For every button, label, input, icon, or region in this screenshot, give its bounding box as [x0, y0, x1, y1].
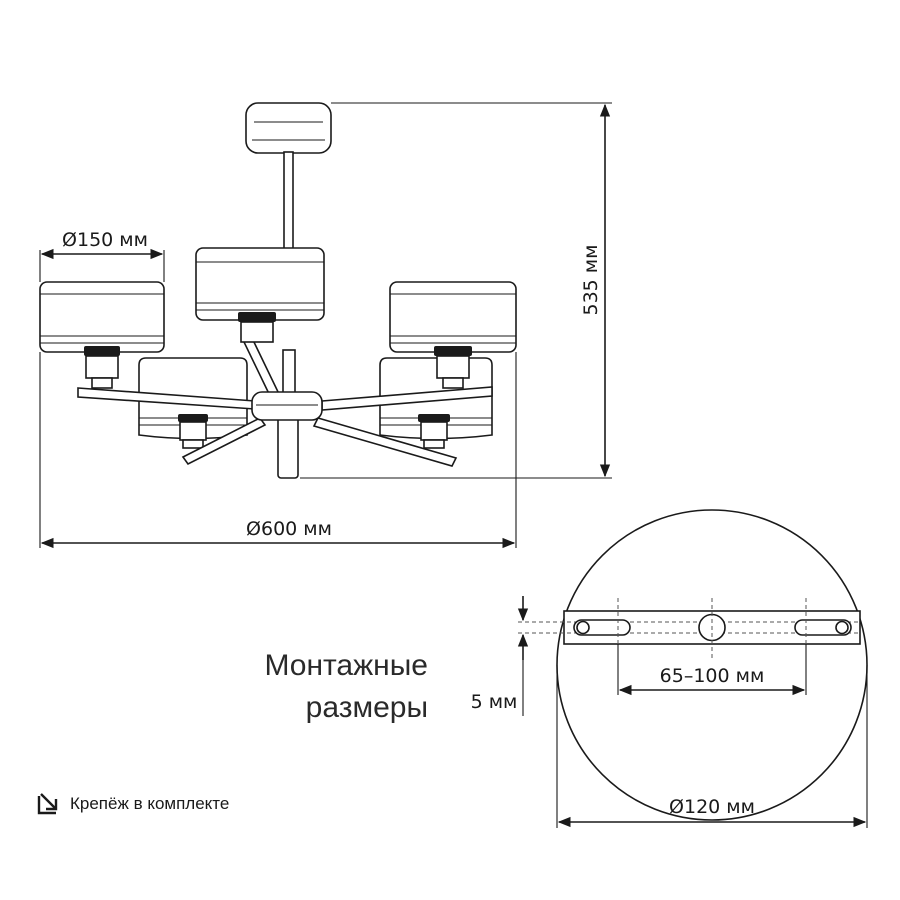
- dimension-height: 535 мм: [300, 102, 612, 479]
- overall-diameter-label: Ø600 мм: [246, 518, 332, 540]
- fasteners-note-label: Крепёж в комплекте: [70, 794, 229, 813]
- slot-spacing-label: 65–100 мм: [660, 665, 765, 687]
- canopy-diameter-label: Ø120 мм: [669, 796, 755, 818]
- dimension-overall-diameter: Ø600 мм: [39, 352, 517, 549]
- mounting-title-line1: Монтажные: [264, 649, 428, 682]
- mounting-bar: [518, 598, 861, 658]
- dimension-shade-diameter: Ø150 мм: [39, 229, 165, 282]
- canopy-mounting-view: 65–100 мм 5 мм Ø120 мм: [471, 509, 868, 828]
- bar-thickness-label: 5 мм: [471, 691, 518, 713]
- arrow-down-right-box-icon: [37, 793, 58, 815]
- height-label: 535 мм: [580, 245, 602, 316]
- fasteners-note: Крепёж в комплекте: [37, 793, 229, 815]
- mounting-title: Монтажные размеры: [264, 649, 428, 724]
- mounting-title-line2: размеры: [306, 691, 428, 724]
- shade-front-left: [39, 281, 165, 389]
- shade-front-right: [389, 281, 517, 389]
- shade-diameter-label: Ø150 мм: [62, 229, 148, 251]
- central-hub: [251, 391, 323, 421]
- shade-front-center: [195, 247, 325, 343]
- suspension-rod: [283, 151, 294, 250]
- dimension-canopy-diameter: Ø120 мм: [556, 665, 868, 828]
- central-stem: [277, 415, 299, 479]
- ceiling-canopy: [245, 102, 332, 154]
- arms: [77, 336, 493, 467]
- chandelier: [39, 102, 517, 479]
- dimension-slot-spacing: 65–100 мм: [617, 644, 807, 696]
- dimension-bar-thickness: 5 мм: [471, 596, 529, 716]
